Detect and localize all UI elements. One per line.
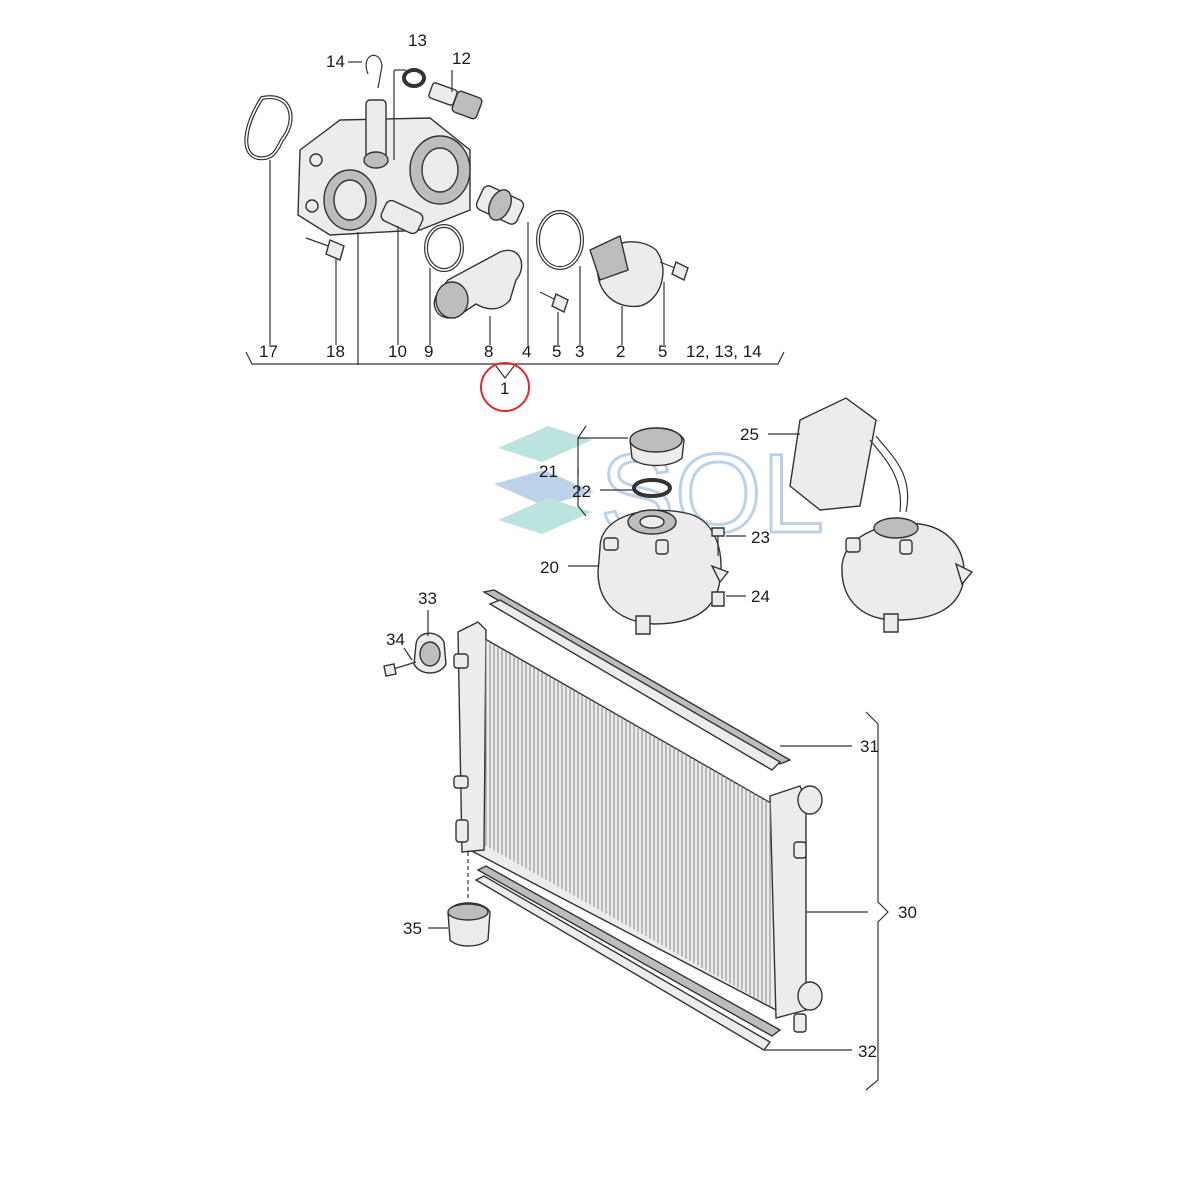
callout-13: 13 xyxy=(408,31,427,50)
callout-2: 2 xyxy=(616,342,625,361)
radiator-group xyxy=(383,589,889,1091)
callout-5-left: 5 xyxy=(552,342,561,361)
callout-23: 23 xyxy=(751,528,770,547)
thermostat-housing-group xyxy=(244,54,785,379)
callout-1: 1 xyxy=(500,379,509,398)
callout-9: 9 xyxy=(424,342,433,361)
callout-12: 12 xyxy=(452,49,471,68)
callout-5-right: 5 xyxy=(658,342,667,361)
callout-17: 17 xyxy=(259,342,278,361)
callout-4: 4 xyxy=(522,342,531,361)
radiator-fins xyxy=(485,640,771,1006)
bolt-5-left-icon xyxy=(539,291,569,313)
bolt-18-icon xyxy=(305,237,345,261)
callout-30: 30 xyxy=(898,903,917,922)
highlight-circle xyxy=(480,362,530,412)
expansion-tank-group xyxy=(568,397,974,635)
callout-21: 21 xyxy=(539,462,558,481)
callout-34: 34 xyxy=(386,630,405,649)
callout-8: 8 xyxy=(484,342,493,361)
callout-18: 18 xyxy=(326,342,345,361)
callout-25: 25 xyxy=(740,425,759,444)
callout-10: 10 xyxy=(388,342,407,361)
callout-33: 33 xyxy=(418,589,437,608)
callout-32: 32 xyxy=(858,1042,877,1061)
callout-31: 31 xyxy=(860,737,879,756)
callout-24: 24 xyxy=(751,587,770,606)
callout-22: 22 xyxy=(572,482,591,501)
callout-35: 35 xyxy=(403,919,422,938)
bolt-5-right-icon xyxy=(659,261,689,281)
callout-20: 20 xyxy=(540,558,559,577)
callout-12-13-14: 12, 13, 14 xyxy=(686,342,762,361)
callout-3: 3 xyxy=(575,342,584,361)
callout-14: 14 xyxy=(326,52,345,71)
